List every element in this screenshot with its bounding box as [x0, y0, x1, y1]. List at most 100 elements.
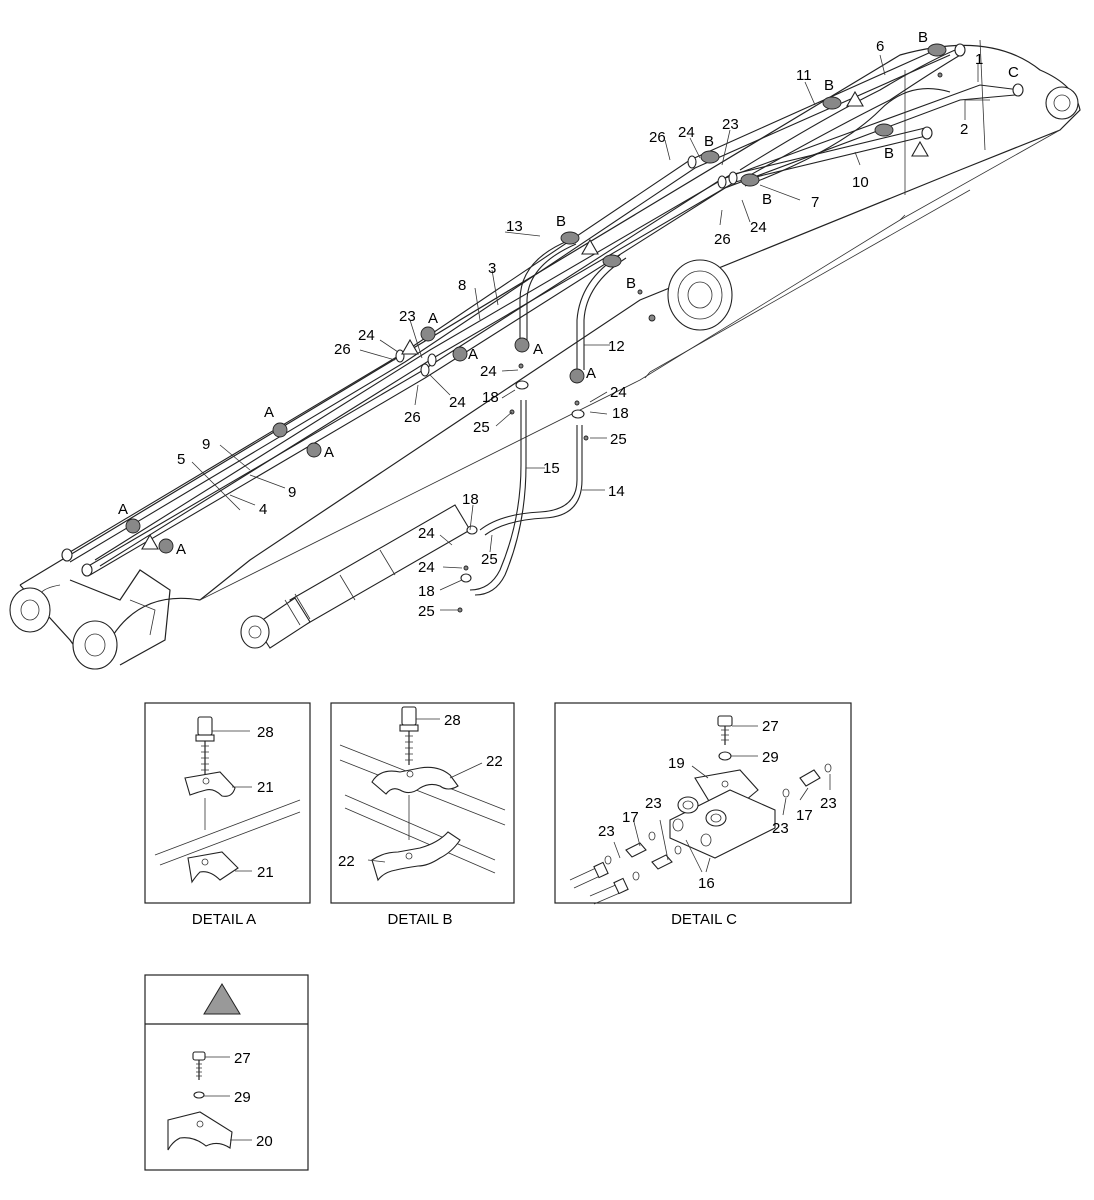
marker-b-5: B: [824, 77, 834, 94]
callout-26-b: 26: [714, 231, 731, 248]
callout-10: 10: [852, 174, 869, 191]
cylinder-rod-eye: [240, 615, 270, 649]
detail-a-caption: DETAIL A: [192, 911, 256, 928]
callout-26-c: 26: [334, 341, 351, 358]
detail-c-callout-19: 19: [668, 755, 685, 772]
clamp-b-1: [560, 231, 580, 245]
clamp-b-5: [822, 96, 842, 110]
clamp-a-5: [420, 326, 436, 342]
detail-a: 28 21 21 DETAIL A: [144, 702, 311, 928]
detail-b: 28 22 22 DETAIL B: [330, 702, 515, 928]
marker-b-1: B: [556, 213, 566, 230]
callout-24-d: 24: [449, 394, 466, 411]
option-triangle-icon: [203, 983, 241, 1015]
detail-b-callout-22-lower: 22: [338, 853, 355, 870]
boom-structure: [9, 39, 1081, 670]
callout-26-a: 26: [649, 129, 666, 146]
detail-c-callout-29: 29: [762, 749, 779, 766]
callout-7: 7: [811, 194, 819, 211]
optional-kit: 27 29 20: [144, 974, 309, 1171]
detail-b-callout-28: 28: [444, 712, 461, 729]
callout-9-lower: 9: [288, 484, 296, 501]
callout-9-upper: 9: [202, 436, 210, 453]
marker-a-6: A: [468, 346, 478, 363]
callout-25-c: 25: [481, 551, 498, 568]
detail-c-callout-23-c: 23: [772, 820, 789, 837]
callout-4: 4: [259, 501, 267, 518]
leader-lines: [191, 54, 990, 611]
option-callout-29: 29: [234, 1089, 251, 1106]
marker-a-1: A: [118, 501, 128, 518]
callout-18-c: 18: [462, 491, 479, 508]
clamp-b-6: [874, 123, 894, 137]
detail-b-caption: DETAIL B: [387, 911, 452, 928]
callout-numbers: 1 2 3 4 5 6 7 8 9 9 10 11 12 13 14 15 18…: [177, 38, 983, 620]
marker-a-4: A: [324, 444, 334, 461]
marker-a-8: A: [586, 365, 596, 382]
marker-b-3: B: [704, 133, 714, 150]
marker-a-2: A: [176, 541, 186, 558]
callout-15: 15: [543, 460, 560, 477]
callout-2: 2: [960, 121, 968, 138]
detail-c-callout-16: 16: [698, 875, 715, 892]
detail-c-callout-27: 27: [762, 718, 779, 735]
clamp-a-4: [306, 442, 322, 458]
callout-18-b: 18: [612, 405, 629, 422]
detail-c-callout-23-d: 23: [820, 795, 837, 812]
detail-b-callout-22-upper: 22: [486, 753, 503, 770]
option-callout-20: 20: [256, 1133, 273, 1150]
clamp-b-2: [602, 254, 622, 268]
clamp-b-3: [700, 150, 720, 164]
callout-24-b: 24: [750, 219, 767, 236]
callout-8: 8: [458, 277, 466, 294]
clamp-b-4: [740, 173, 760, 187]
callout-25-d: 25: [418, 603, 435, 620]
marker-b-7: B: [918, 29, 928, 46]
callout-23-b: 23: [399, 308, 416, 325]
section-markers: A A A A A A A A A B B B B B B B C: [118, 29, 1019, 558]
callout-1: 1: [975, 51, 983, 68]
callout-13: 13: [506, 218, 523, 235]
boom-foot-pin: [1045, 86, 1079, 120]
detail-a-callout-21-upper: 21: [257, 779, 274, 796]
callout-24-c: 24: [358, 327, 375, 344]
callout-12: 12: [608, 338, 625, 355]
clamp-a-1: [125, 518, 141, 534]
boom-cylinder: [240, 504, 471, 649]
detail-a-callout-21-lower: 21: [257, 864, 274, 881]
callout-25-a: 25: [473, 419, 490, 436]
marker-b-4: B: [762, 191, 772, 208]
callout-26-d: 26: [404, 409, 421, 426]
callout-11: 11: [796, 67, 812, 84]
marker-a-3: A: [264, 404, 274, 421]
clamp-a-6: [452, 346, 468, 362]
callout-3: 3: [488, 260, 496, 277]
callout-25-b: 25: [610, 431, 627, 448]
boom-nose-eye-left: [9, 587, 51, 633]
callout-24-a: 24: [678, 124, 695, 141]
detail-c-callout-23-b: 23: [598, 823, 615, 840]
clamp-a-3: [272, 422, 288, 438]
detail-c: 27 29 19 23 23 23 23 17 17 16 DETAIL C: [554, 702, 852, 928]
clamp-markers: [125, 43, 947, 554]
callout-18-a: 18: [482, 389, 499, 406]
marker-b-6: B: [884, 145, 894, 162]
callout-24-h: 24: [418, 559, 435, 576]
callout-18-d: 18: [418, 583, 435, 600]
callout-24-g: 24: [418, 525, 435, 542]
callout-6: 6: [876, 38, 884, 55]
detail-c-caption: DETAIL C: [671, 911, 737, 928]
detail-c-callout-17-b: 17: [796, 807, 813, 824]
marker-b-2: B: [626, 275, 636, 292]
clamp-b-7: [927, 43, 947, 57]
flanges: [61, 43, 1024, 613]
detail-a-callout-28: 28: [257, 724, 274, 741]
callout-24-f: 24: [610, 384, 627, 401]
callout-14: 14: [608, 483, 625, 500]
option-callout-27: 27: [234, 1050, 251, 1067]
callout-5: 5: [177, 451, 185, 468]
marker-c-1: C: [1008, 64, 1019, 81]
marker-a-5: A: [428, 310, 438, 327]
callout-23-a: 23: [722, 116, 739, 133]
